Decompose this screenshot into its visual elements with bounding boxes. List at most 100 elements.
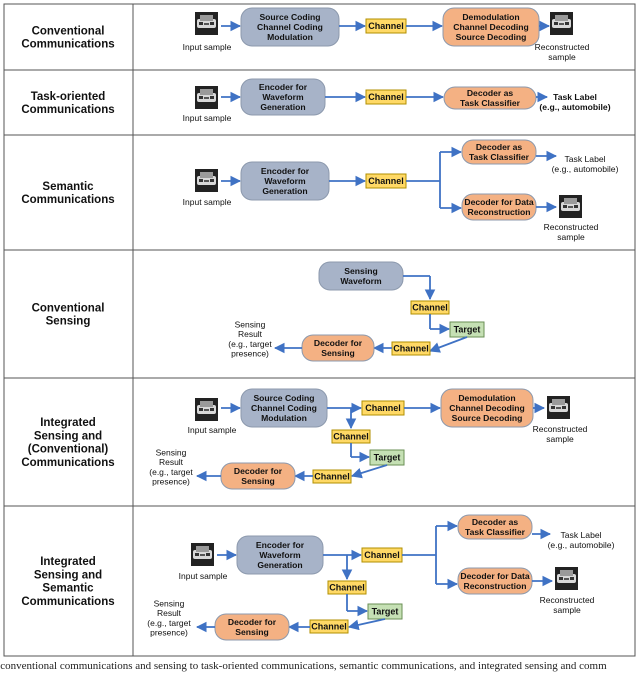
decoder-box-6a-shape [457, 514, 533, 540]
channel-box-5b: Channel [312, 469, 352, 484]
channel-box-3: Channel [365, 173, 407, 189]
input-label-6: Input sample [179, 571, 228, 581]
arrow-5g [350, 464, 388, 479]
channel-box-3-label: Channel [368, 176, 404, 186]
channel-box-6a: Channel [327, 580, 367, 595]
channel-box-1-label: Channel [368, 21, 404, 31]
target-box-6: Target [367, 603, 403, 620]
channel-box-6-label: Channel [364, 550, 400, 560]
output-image-1 [550, 12, 573, 35]
input-label-5: Input sample [188, 425, 237, 435]
input-image-5 [195, 398, 218, 421]
decoder-box-2-shape [443, 86, 537, 110]
input-image-2 [195, 86, 218, 109]
output-label-2: Task Label(e.g., automobile) [539, 92, 610, 112]
output-label-3a: Task Label(e.g., automobile) [552, 154, 619, 174]
channel-box-5b-label: Channel [314, 472, 350, 482]
input-label-1: Input sample [183, 42, 232, 52]
target-box-4-label: Target [454, 325, 481, 335]
table-border [3, 3, 636, 657]
input-image-3 [195, 169, 218, 192]
decoder-box-1-shape [442, 7, 540, 47]
channel-box-4b: Channel [391, 341, 431, 356]
figure-caption: n conventional communications and sensin… [0, 660, 607, 672]
output-image-6 [555, 567, 578, 590]
input-label-3: Input sample [183, 197, 232, 207]
target-box-6-label: Target [372, 607, 399, 617]
arrow-4e [428, 336, 468, 353]
channel-box-6b-label: Channel [311, 622, 347, 632]
input-image-6 [191, 543, 214, 566]
channel-box-4a-label: Channel [412, 303, 448, 313]
decoder-box-3a-shape [461, 139, 537, 165]
channel-box-5a-label: Channel [333, 432, 369, 442]
input-label-2: Input sample [183, 113, 232, 123]
arrow-6i [347, 618, 386, 631]
output-label-6a: Task Label(e.g., automobile) [548, 530, 615, 550]
channel-box-4a: Channel [410, 300, 450, 315]
output-image-3 [559, 195, 582, 218]
channel-box-1: Channel [365, 18, 407, 34]
channel-box-5: Channel [361, 400, 405, 416]
channel-box-5a: Channel [331, 429, 371, 444]
channel-box-2-label: Channel [368, 92, 404, 102]
channel-box-2: Channel [365, 89, 407, 105]
output-image-5 [547, 396, 570, 419]
target-box-4: Target [449, 321, 485, 338]
target-box-5-label: Target [374, 453, 401, 463]
channel-box-6a-label: Channel [329, 583, 365, 593]
channel-box-6: Channel [361, 547, 403, 563]
channel-box-6b: Channel [309, 619, 349, 634]
channel-box-4b-label: Channel [393, 344, 429, 354]
input-image-1 [195, 12, 218, 35]
encoder-box-1-shape [240, 7, 340, 47]
target-box-5: Target [369, 449, 405, 466]
channel-box-5-label: Channel [365, 403, 401, 413]
